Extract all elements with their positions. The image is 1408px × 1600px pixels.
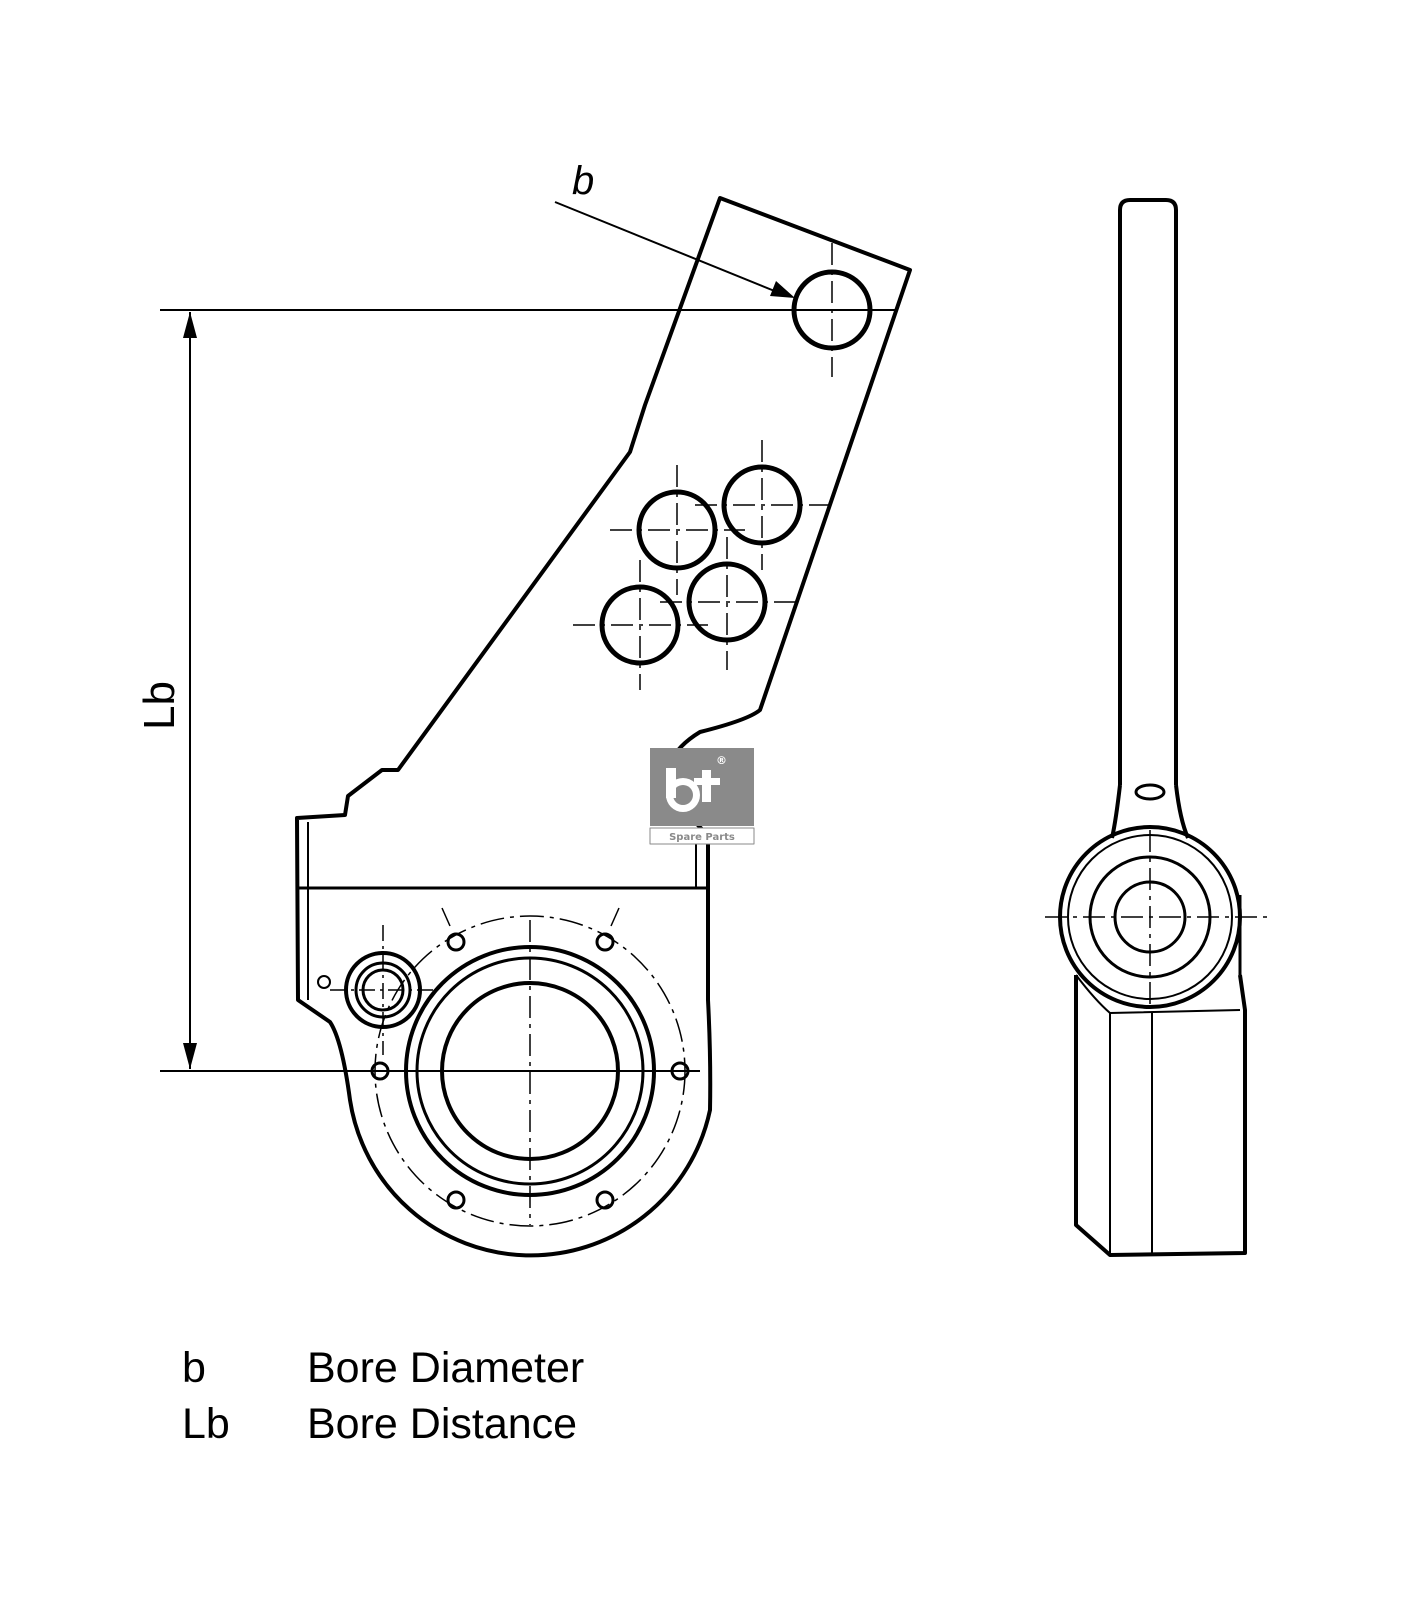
front-view: ® Spare Parts — [160, 196, 912, 1258]
dt-logo: ® Spare Parts — [649, 748, 755, 845]
mounting-holes — [573, 440, 830, 690]
b-leader — [554, 201, 783, 295]
main-bore — [374, 915, 690, 1227]
legend-symbol: b — [182, 1344, 206, 1392]
legend-symbol: Lb — [182, 1400, 230, 1448]
side-neck-hole — [1134, 783, 1166, 801]
legend-description: Bore Diameter — [307, 1344, 584, 1392]
logo-registered: ® — [716, 754, 727, 767]
legend: b Bore Diameter Lb Bore Distance — [182, 1344, 584, 1448]
lb-arrowhead-top — [183, 312, 197, 338]
logo-tagline: Spare Parts — [669, 832, 735, 843]
bolt-circle — [370, 907, 690, 1210]
side-body — [1074, 974, 1247, 1257]
bore-distance-callout: Lb — [135, 681, 184, 730]
side-view — [1045, 198, 1268, 1257]
bore-diameter-callout: b — [572, 159, 594, 203]
side-rod — [1118, 198, 1178, 785]
lb-arrowhead-bottom — [183, 1043, 197, 1069]
arm-outline — [295, 196, 912, 1258]
adjuster-hex — [317, 925, 436, 1055]
legend-description: Bore Distance — [307, 1400, 577, 1448]
b-arrowhead — [770, 281, 795, 298]
